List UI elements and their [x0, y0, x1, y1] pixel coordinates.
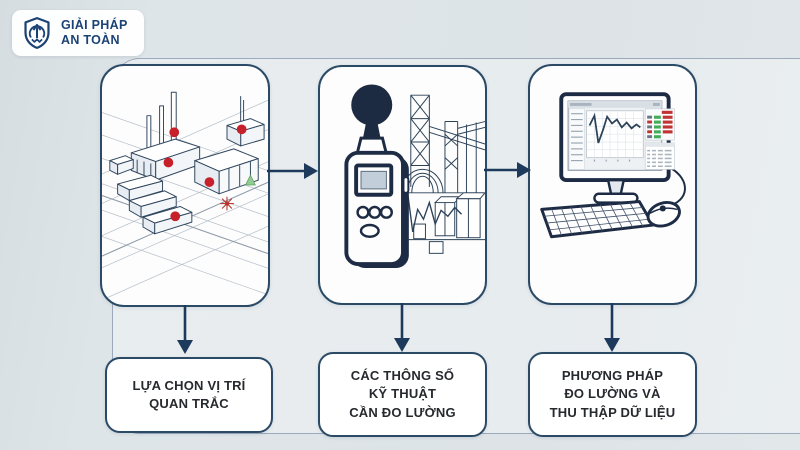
compass-marker [220, 196, 234, 211]
step-panel-computer [528, 64, 697, 305]
arrow-panel3-to-caption3 [604, 303, 620, 352]
step-panel-sound-meter [318, 65, 487, 305]
shield-arrow-icon [24, 17, 50, 49]
step-panel-site-map [100, 64, 270, 307]
sound-meter-illustration [344, 84, 485, 268]
arrow-step1-to-step2 [267, 163, 318, 179]
caption-select-location: LỰA CHỌN VỊ TRÍ QUAN TRẮC [105, 357, 273, 433]
caption-line: LỰA CHỌN VỊ TRÍ [132, 377, 246, 393]
dashboard-sidebar [568, 108, 585, 170]
arrow-step2-to-step3 [484, 162, 531, 178]
caption-line: QUAN TRẮC [149, 396, 229, 411]
dashboard-table [644, 142, 675, 170]
caption-technical-parameters: CÁC THÔNG SỐ KỸ THUẬT CẦN ĐO LƯỜNG [318, 352, 487, 437]
site-map-illustration [102, 91, 268, 301]
red-location-markers [163, 124, 247, 222]
sound-level-meter [344, 84, 410, 268]
caption-line: CẦN ĐO LƯỜNG [349, 404, 456, 420]
brand-logo: GIẢI PHÁP AN TOÀN [12, 10, 144, 56]
brand-name-line2: AN TOÀN [61, 33, 120, 47]
caption-line: CÁC THÔNG SỐ [350, 367, 455, 383]
dashboard-status-badges [644, 108, 675, 141]
green-area-marker [244, 174, 256, 186]
brand-name-line1: GIẢI PHÁP [61, 18, 128, 33]
caption-line: PHƯƠNG PHÁP [561, 367, 664, 383]
caption-line: THU THẬP DỮ LIỆU [549, 404, 676, 420]
mouse [646, 201, 681, 228]
dashboard-line-chart [586, 110, 644, 162]
brand-name: GIẢI PHÁP AN TOÀN [61, 18, 128, 48]
keyboard [540, 200, 655, 239]
arrow-panel1-to-caption1 [177, 305, 193, 354]
caption-measurement-method: PHƯƠNG PHÁP ĐO LƯỜNG VÀ THU THẬP DỮ LIỆU [528, 352, 697, 437]
caption-line: ĐO LƯỜNG VÀ [564, 386, 661, 402]
caption-line: KỸ THUẬT [368, 386, 437, 402]
arrow-panel2-to-caption2 [394, 303, 410, 352]
computer-dashboard-illustration [540, 92, 686, 239]
monitor-stand [606, 178, 626, 195]
